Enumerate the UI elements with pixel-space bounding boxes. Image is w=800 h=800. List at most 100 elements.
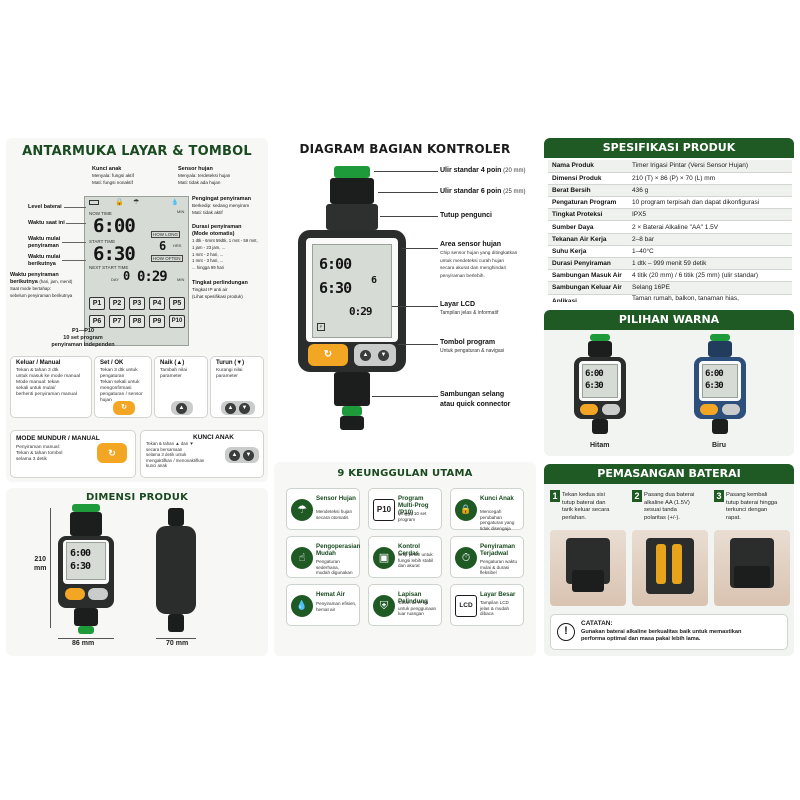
button-desc-title: Turun (▼) xyxy=(216,360,245,366)
label-waktu-penyiraman-berikutnya: Waktu penyiraman berikutnya (hari, jam, … xyxy=(10,272,73,298)
button-desc-set: Set / OK Tekan 3 dtk untuk pengaturan Te… xyxy=(94,356,152,418)
program-key-p8[interactable]: P8 xyxy=(129,315,145,328)
step-text-1: Tekan kedua sisi tutup baterai dan tarik… xyxy=(562,492,610,521)
feature-desc: Pengaturan waktu mulai & durasi fleksibe… xyxy=(480,559,518,576)
label-waktu-mulai: Waktu mulai penyiraman xyxy=(28,236,61,249)
dimension-width: 86 mm xyxy=(72,640,95,647)
water-drop-icon: 💧 xyxy=(291,595,313,617)
down-button-icon: ▲▼ xyxy=(221,401,255,415)
spec-value: Selang 16PE xyxy=(628,281,792,295)
program-key-p9[interactable]: P9 xyxy=(149,315,165,328)
diagram-gray-button: ▲▼ xyxy=(354,344,396,366)
spec-value: 2–8 bar xyxy=(628,233,792,246)
step-text-2: Pasang dua baterai alkaline AA (1.5V) se… xyxy=(644,492,695,521)
battery-icon xyxy=(89,200,99,205)
dimensi-title: DIMENSI PRODUK xyxy=(85,492,189,503)
leader-line xyxy=(66,223,86,224)
manual-button-icon: ↻ xyxy=(97,443,127,463)
program-key-p3[interactable]: P3 xyxy=(129,297,145,310)
leader-line xyxy=(392,306,438,307)
program-key-p1[interactable]: P1 xyxy=(89,297,105,310)
leader-line xyxy=(374,171,438,172)
spec-key: Aplikasi xyxy=(548,294,628,302)
spec-key: Sambungan Keluar Air xyxy=(548,281,628,295)
spec-value: 2 × Baterai Alkaline "AA" 1.5V xyxy=(628,220,792,234)
panel-antarmuka: ANTARMUKA LAYAR & TOMBOL 🔒 ☂ 💧 NOW TIME … xyxy=(6,138,268,482)
mode-mundur-box: MODE MUNDUR / MANUAL Penyiraman manual: … xyxy=(10,430,136,478)
depth-arrow xyxy=(156,638,196,639)
child-lock-buttons-icon: ▲▼ xyxy=(225,447,259,463)
lcd-start-time-label: START TIME xyxy=(89,239,116,244)
rain-sensor-icon: ☂ xyxy=(133,199,140,206)
feature-title: Hemat Air xyxy=(316,591,345,598)
spec-value: Timer Irigasi Pintar (Versi Sensor Hujan… xyxy=(628,160,792,173)
diagram-label-ulir4: Ulir standar 4 poin (20 mm) xyxy=(440,167,526,174)
step-number-3: 3 xyxy=(714,490,724,502)
step-text-3: Pasang kembali tutup baterai hingga terk… xyxy=(726,492,778,521)
spec-key: Suhu Kerja xyxy=(548,245,628,259)
timer-icon: ⏱ xyxy=(455,547,477,569)
spec-key: Pengaturan Program xyxy=(548,196,628,210)
program-key-p10[interactable]: P10 xyxy=(169,315,185,328)
program-key-p4[interactable]: P4 xyxy=(149,297,165,310)
up-button-icon: ▲ xyxy=(171,401,193,415)
lcd-next-digits: 0:29 xyxy=(137,269,168,285)
warna-title: PILIHAN WARNA xyxy=(544,310,794,330)
leader-line xyxy=(64,207,86,208)
program-key-p6[interactable]: P6 xyxy=(89,315,105,328)
spec-key: Durasi Penyiraman xyxy=(548,257,628,271)
device-side-view xyxy=(156,508,196,632)
program-key-p5[interactable]: P5 xyxy=(169,297,185,310)
panel-diagram: DIAGRAM BAGIAN KONTROLER 6:00 6:30 6 0:2… xyxy=(274,138,536,456)
spec-key: Tekanan Air Kerja xyxy=(548,233,628,246)
lcd-how-long-value: 6 xyxy=(159,239,166,253)
program-key-p7[interactable]: P7 xyxy=(109,315,125,328)
program-key-p2[interactable]: P2 xyxy=(109,297,125,310)
button-desc-text: Tambah nilai parameter xyxy=(160,368,187,379)
height-arrow xyxy=(50,508,51,628)
feature-desc: Tampilan LCD jelas & mudah dibaca xyxy=(480,600,510,617)
button-desc-text: Tekan 3 dtk untuk pengaturan Tekan sekal… xyxy=(100,368,143,403)
mode-mundur-title: MODE MUNDUR / MANUAL xyxy=(16,435,100,442)
spec-key: Berat Bersih xyxy=(548,184,628,198)
leader-line xyxy=(398,344,438,345)
diagram-orange-button: ↻ xyxy=(308,344,348,366)
feature-desc: Tahan air IPX5 untuk penggunaan luar rua… xyxy=(398,600,437,617)
lock-icon: 🔒 xyxy=(115,199,124,206)
chip-icon: ▣ xyxy=(373,547,395,569)
program-keys-grid: P1 P2 P3 P4 P5 P6 P7 P8 P9 P10 xyxy=(89,297,186,343)
lcd-start-digits: 6:30 xyxy=(93,243,136,265)
lcd-hrs-label: HRS xyxy=(173,243,182,248)
spec-key: Tingkat Proteksi xyxy=(548,208,628,222)
spec-value: 10 program terpisah dan dapat dikonfigur… xyxy=(628,196,792,210)
color-label-biru: Biru xyxy=(712,442,726,449)
width-arrow xyxy=(58,638,114,639)
leader-line xyxy=(62,260,86,261)
kunci-anak-box: KUNCI ANAK Tekan & tahan ▲ dan ▼ secara … xyxy=(140,430,264,478)
note-box: ! CATATAN: Gunakan baterai alkaline berk… xyxy=(550,614,788,650)
diagram-label-ulir6: Ulir standar 6 poin (25 mm) xyxy=(440,188,526,195)
antarmuka-title: ANTARMUKA LAYAR & TOMBOL xyxy=(22,144,252,159)
